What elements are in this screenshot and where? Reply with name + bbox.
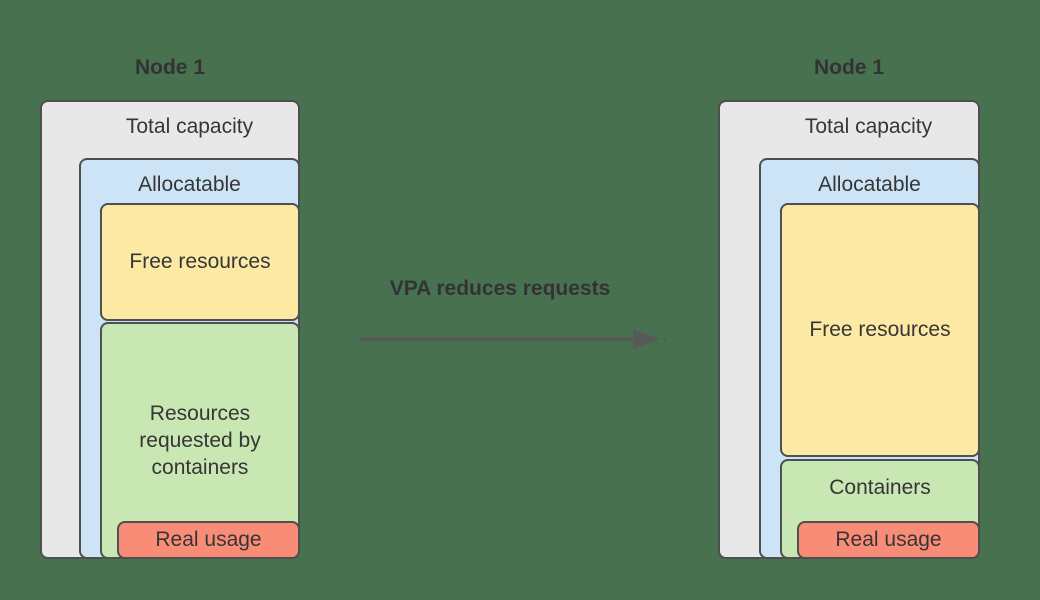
right-containers-label: Containers <box>829 476 931 499</box>
left-real-usage-box: Real usage <box>117 521 300 559</box>
left-allocatable-label: Allocatable <box>138 173 241 196</box>
right-arrow-icon <box>360 329 667 349</box>
left-real-usage-label: Real usage <box>155 528 262 551</box>
right-allocatable-label: Allocatable <box>818 173 921 196</box>
right-total-capacity-label: Total capacity <box>804 115 933 138</box>
right-free-resources-box: Free resources <box>780 203 980 457</box>
left-node-title: Node 1 <box>134 56 205 79</box>
left-requested-resources-label: Resources requested by containers <box>139 402 261 479</box>
right-real-usage-box: Real usage <box>797 521 980 559</box>
left-total-capacity-label: Total capacity <box>125 115 254 138</box>
right-node-title: Node 1 <box>813 56 884 79</box>
vpa-transition-label: VPA reduces requests <box>389 277 611 300</box>
right-real-usage-label: Real usage <box>835 528 942 551</box>
left-free-resources-label: Free resources <box>129 250 271 273</box>
left-requested-resources-box: Resources requested by containers <box>100 322 300 559</box>
left-free-resources-box: Free resources <box>100 203 300 321</box>
right-free-resources-label: Free resources <box>809 318 951 341</box>
